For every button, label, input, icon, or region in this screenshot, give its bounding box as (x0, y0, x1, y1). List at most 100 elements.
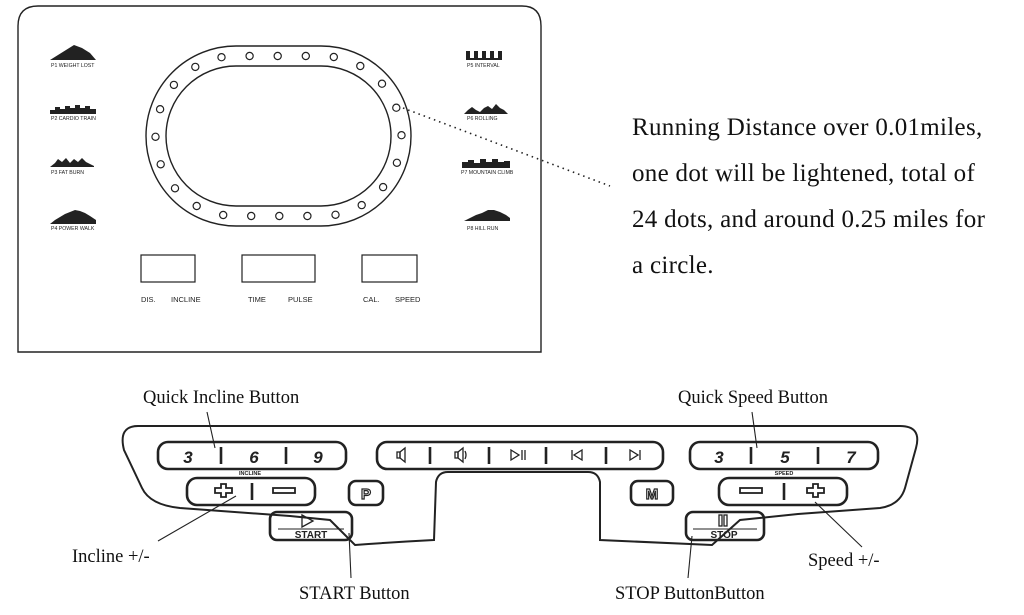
play-icon (301, 513, 315, 529)
window-dis-incline (140, 254, 196, 283)
profile-icon-p3 (50, 158, 94, 167)
track-dot (170, 184, 180, 193)
track-dot (245, 51, 254, 61)
quick-speed-button-7[interactable]: 7 (846, 448, 857, 467)
program-label: P4 POWER WALK (51, 226, 95, 232)
quick-incline-button-3[interactable]: 3 (183, 448, 193, 467)
profile-icon-p4 (50, 210, 96, 224)
track-dot (392, 103, 401, 112)
window-label: PULSE (288, 295, 313, 304)
speed-caption: SPEED (775, 471, 794, 477)
window-label: TIME (248, 295, 266, 304)
track-dot (273, 51, 282, 61)
track-dot (246, 211, 256, 221)
track-dot (356, 61, 365, 71)
display-panel (17, 5, 542, 353)
start-button-label: START (295, 530, 328, 541)
profile-icon-p8 (464, 210, 510, 221)
start-callout: START Button (299, 584, 410, 604)
track-dot (155, 104, 165, 114)
incline-caption: INCLINE (239, 471, 261, 477)
track-dot (151, 132, 160, 141)
start-button[interactable] (268, 510, 354, 542)
speed-down-button[interactable] (739, 487, 763, 494)
quick-speed-button-5[interactable]: 5 (780, 448, 790, 467)
incline-adjust-pill (185, 476, 317, 507)
window-cal-speed (361, 254, 418, 283)
quick-speed-callout: Quick Speed Button (678, 388, 829, 408)
track-dot (377, 79, 387, 88)
track-dot (357, 200, 366, 210)
profile-icon-p5 (466, 51, 502, 60)
volume-down-icon[interactable] (396, 446, 406, 464)
program-button[interactable] (347, 479, 385, 507)
leader-start (348, 532, 352, 579)
pause-icon (718, 514, 728, 527)
program-label: P5 INTERVAL (467, 63, 500, 69)
quick-incline-button-6[interactable]: 6 (249, 448, 259, 467)
window-label: SPEED (395, 295, 421, 304)
track-dot (303, 211, 312, 221)
track-dot (397, 130, 406, 140)
track-dot (169, 80, 179, 90)
track-dot (301, 51, 310, 61)
description-line: a circle. (632, 252, 714, 279)
speed-up-button[interactable] (806, 483, 825, 498)
previous-track-icon[interactable] (571, 448, 583, 462)
leader-quick-speed (751, 411, 758, 449)
window-label: DIS. (141, 295, 156, 304)
leader-speed-adjust (814, 501, 863, 548)
incline-adjust-callout: Incline +/- (72, 547, 150, 567)
track-dot (191, 62, 200, 72)
track-dot (275, 211, 284, 221)
program-label: P6 ROLLING (467, 116, 498, 122)
quick-incline-button-9[interactable]: 9 (313, 448, 323, 467)
track-dot (392, 158, 402, 167)
track-inner (165, 65, 392, 207)
dot-leader-line (402, 107, 611, 187)
description-line: one dot will be lightened, total of (632, 160, 976, 187)
program-label: P2 CARDIO TRAIN (51, 116, 96, 122)
track-dots (151, 51, 406, 221)
incline-up-button[interactable] (214, 483, 233, 498)
program-label: P8 HILL RUN (467, 226, 498, 232)
program-label: P1 WEIGHT LOST (51, 63, 95, 69)
profile-icon-p2 (50, 105, 96, 114)
track-dot (156, 160, 165, 169)
profile-icon-p6 (464, 104, 508, 114)
profile-icon-p1 (50, 45, 96, 60)
next-track-icon[interactable] (629, 448, 641, 462)
leader-quick-incline (206, 411, 216, 449)
play-pause-icon[interactable] (510, 448, 526, 462)
track-dot (217, 53, 226, 62)
mode-button-label: M (646, 486, 659, 503)
quick-incline-callout: Quick Incline Button (143, 388, 300, 408)
leader-incline-adjust (157, 495, 237, 542)
console-body (121, 425, 919, 547)
description-line: Running Distance over 0.01miles, (632, 114, 983, 141)
description-line: 24 dots, and around 0.25 miles for (632, 206, 986, 233)
track-outer (145, 45, 412, 227)
quick-speed-button-3[interactable]: 3 (714, 448, 724, 467)
track-dot (218, 210, 228, 220)
track-dot (329, 52, 338, 62)
program-button-label: P (361, 486, 371, 503)
track-dot (192, 201, 201, 211)
speed-adjust-pill (717, 476, 849, 507)
stop-callout: STOP ButtonButton (615, 584, 765, 604)
incline-down-button[interactable] (272, 487, 296, 494)
track-dot (331, 210, 340, 219)
volume-up-icon[interactable] (454, 446, 467, 464)
media-pill (375, 440, 665, 471)
stop-button-label: STOP (710, 530, 737, 541)
window-time-pulse (241, 254, 316, 283)
program-label: P7 MOUNTAIN CLIMB (461, 170, 514, 176)
window-label: CAL. (363, 295, 380, 304)
program-label: P3 FAT BURN (51, 170, 84, 176)
mode-button[interactable] (629, 479, 675, 507)
stop-button[interactable] (684, 510, 766, 542)
track-dot (378, 182, 388, 192)
speed-adjust-callout: Speed +/- (808, 551, 880, 571)
window-label: INCLINE (171, 295, 201, 304)
